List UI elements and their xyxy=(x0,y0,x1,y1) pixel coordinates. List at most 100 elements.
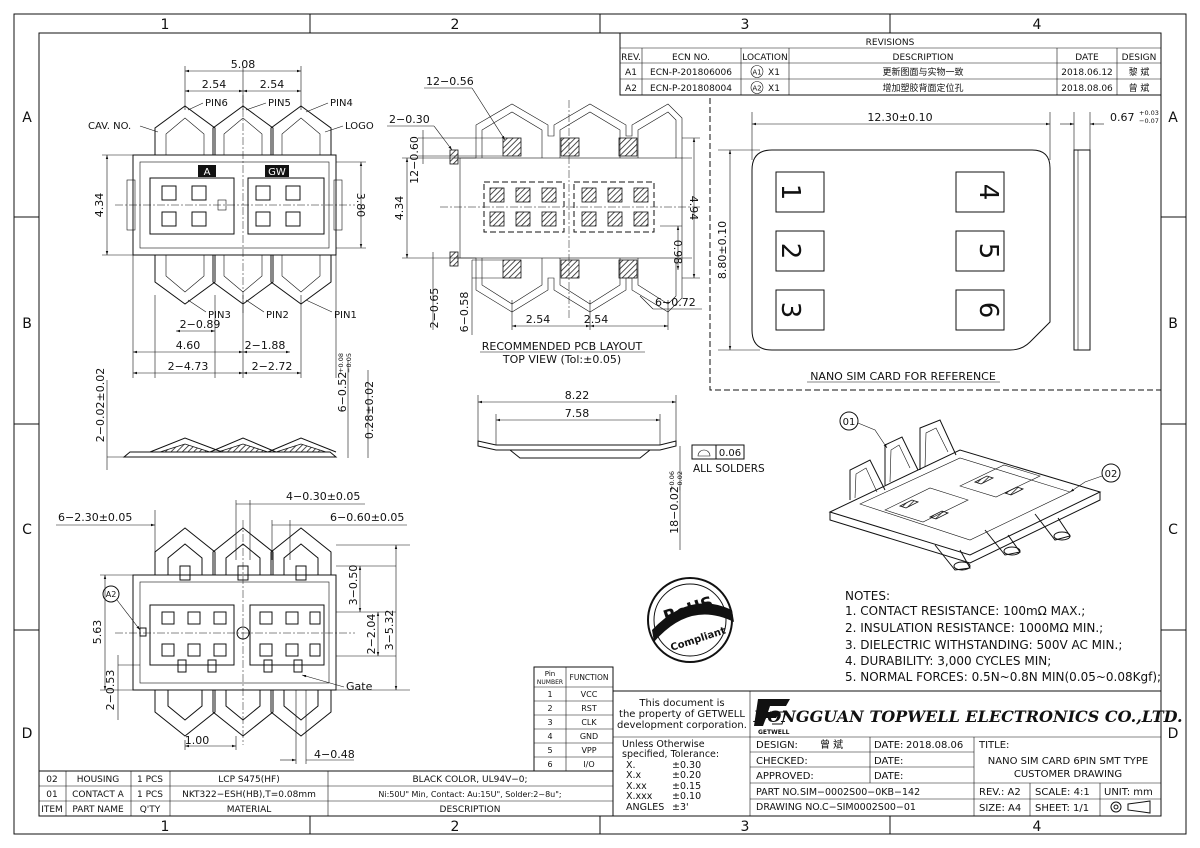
label-logo: LOGO xyxy=(345,121,374,132)
label-pin3: PIN3 xyxy=(208,310,231,321)
pcb-dim-2: 2−0.30 xyxy=(389,113,430,126)
sim-pad-4: 4 xyxy=(973,184,1003,201)
design-value: 曾 斌 xyxy=(820,738,843,751)
connector-bottom-view xyxy=(115,520,355,745)
bom-row2-desc: Ni:50U" Min, Contact: Au:15U", Solder:2~… xyxy=(378,790,561,799)
notes-block: NOTES: 1. CONTACT RESISTANCE: 100mΩ MAX.… xyxy=(845,589,1161,684)
pcb-dim-10: 2.54 xyxy=(584,313,609,326)
tol-5-val: ±3' xyxy=(672,802,689,813)
bottom-dim-1: 6−2.30±0.05 xyxy=(58,511,132,524)
tol-4-key: X.xxx xyxy=(626,791,653,802)
row-label-left-d: D xyxy=(22,726,33,742)
pin-row6-num: 6 xyxy=(547,760,552,769)
sim-caption: NANO SIM CARD FOR REFERENCE xyxy=(810,370,996,383)
label-cav-no: CAV. NO. xyxy=(88,121,131,132)
rev-field: REV.: A2 xyxy=(979,787,1021,798)
row-label-right-c: C xyxy=(1168,522,1178,538)
side-dim-2: 6−0.52 xyxy=(336,372,349,413)
date-label-1: DATE: xyxy=(874,740,903,751)
side-dim-3: 0.28±0.02 xyxy=(363,381,376,439)
bom-row1-qty: 1 PCS xyxy=(137,775,163,785)
dim-width-473: 2−4.73 xyxy=(168,360,209,373)
rohs-compliant-seal: RoHS Compliant xyxy=(647,577,734,663)
label-pin4: PIN4 xyxy=(330,98,353,109)
pin-row1-num: 1 xyxy=(547,690,552,699)
connector-front-view: 8.22 7.58 18−0.02 +0.06 −0.02 0.06 ALL S… xyxy=(477,389,765,550)
doc-note-1: This document is xyxy=(638,698,724,709)
title-value-2: CUSTOMER DRAWING xyxy=(1014,769,1122,780)
pcb-dim-9: 2.54 xyxy=(526,313,551,326)
bottom-dim-10: 4−0.48 xyxy=(314,748,355,761)
connector-bottom-view-dimensions: 6−2.30±0.05 4−0.30±0.05 6−0.60±0.05 5.63… xyxy=(56,490,410,764)
company-logo-icon xyxy=(754,699,790,726)
dim-width-188: 2−1.88 xyxy=(245,339,286,352)
bom-row1-material: LCP S475(HF) xyxy=(218,775,279,785)
sim-card-reference: 1 2 3 4 5 6 12.30±0.10 8.80±0.10 0.67 +0… xyxy=(709,98,1161,391)
tol-title-2: specified, Tolerance: xyxy=(622,749,719,760)
tol-2-val: ±0.20 xyxy=(672,770,701,781)
title-value-1: NANO SIM CARD 6PIN SMT TYPE xyxy=(988,756,1148,767)
pcb-dim-3: 12−0.60 xyxy=(408,136,421,184)
col-label-bottom-1: 1 xyxy=(161,819,170,835)
pcb-layout-view xyxy=(440,100,700,320)
sim-pad-1: 1 xyxy=(775,184,805,201)
a2-callout-circle xyxy=(102,585,120,603)
pin-row2-func: RST xyxy=(581,704,597,713)
pin-row4-func: GND xyxy=(580,732,598,741)
bom-row2-name: CONTACT A xyxy=(72,790,125,800)
row-label-left-c: C xyxy=(22,522,32,538)
rev-header-design: DESIGN xyxy=(1122,53,1157,63)
bom-header-qty: Q'TY xyxy=(140,805,161,815)
date-label-2: DATE: xyxy=(874,756,903,767)
pcb-dim-4: 4.34 xyxy=(393,196,406,221)
side-dim-1: 2−0.02±0.02 xyxy=(94,368,107,442)
rev-row2-date: 2018.08.06 xyxy=(1061,84,1113,94)
size-field: SIZE: A4 xyxy=(979,803,1021,814)
cavity-mark-a: A xyxy=(204,167,211,178)
rev-row2-ecn: ECN-P-201808004 xyxy=(650,84,732,94)
bottom-dim-3: 6−0.60±0.05 xyxy=(330,511,404,524)
bottom-dim-7: 3−5.32 xyxy=(383,610,396,651)
title-block: This document is the property of GETWELL… xyxy=(612,690,1183,817)
label-pin5: PIN5 xyxy=(268,98,291,109)
rev-header-location: LOCATION xyxy=(742,53,788,63)
rev-row2-loc: X1 xyxy=(768,84,780,94)
location-circle-a1 xyxy=(750,65,764,78)
sim-pad-3: 3 xyxy=(775,302,805,319)
drawing-no-label: DRAWING NO. xyxy=(756,802,822,813)
label-pin2: PIN2 xyxy=(266,310,289,321)
dim-width-089: 2−0.89 xyxy=(180,318,221,331)
rev-row1-rev: A1 xyxy=(625,68,637,78)
pin-row5-func: VPP xyxy=(581,746,596,755)
pcb-dim-6: 0.98 xyxy=(671,240,684,265)
col-label-top-1: 1 xyxy=(161,17,170,33)
bom-table: 02 HOUSING 1 PCS LCP S475(HF) BLACK COLO… xyxy=(38,770,614,817)
location-circle-a2 xyxy=(750,81,764,94)
pin-header-function: FUNCTION xyxy=(570,673,609,682)
tol-title-1: Unless Otherwise xyxy=(622,739,705,750)
callout-01: 01 xyxy=(843,417,856,428)
note-3: 3. DIELECTRIC WITHSTANDING: 500V AC MIN.… xyxy=(845,638,1122,652)
pin-row5-num: 5 xyxy=(547,746,552,755)
flatness-icon xyxy=(697,449,711,457)
date-label-3: DATE: xyxy=(874,771,903,782)
note-1: 1. CONTACT RESISTANCE: 100mΩ MAX.; xyxy=(845,604,1085,618)
rev-header-ecn: ECN NO. xyxy=(672,53,710,63)
rev-row2-locmark: A2 xyxy=(752,85,761,93)
pcb-dim-5: 4.94 xyxy=(687,196,700,221)
design-label: DESIGN: xyxy=(756,740,798,751)
col-label-bottom-2: 2 xyxy=(451,819,460,835)
row-label-left-b: B xyxy=(22,316,32,332)
tol-5-key: ANGLES xyxy=(626,802,664,813)
pcb-dim-11: 6−0.72 xyxy=(655,296,696,309)
bottom-dim-2: 4−0.30±0.05 xyxy=(286,490,360,503)
connector-top-view-dimensions: 5.08 2.54 2.54 PIN6 PIN5 PIN4 CAV. NO. L… xyxy=(88,58,374,378)
col-label-top-3: 3 xyxy=(741,17,750,33)
pcb-caption-1: RECOMMENDED PCB LAYOUT xyxy=(482,340,643,353)
rev-row1-ecn: ECN-P-201806006 xyxy=(650,68,732,78)
notes-title: NOTES: xyxy=(845,589,890,603)
row-label-right-b: B xyxy=(1168,316,1178,332)
front-dim-height: 18−0.02 xyxy=(668,486,681,534)
bom-row1-desc: BLACK COLOR, UL94V−0; xyxy=(412,775,527,785)
